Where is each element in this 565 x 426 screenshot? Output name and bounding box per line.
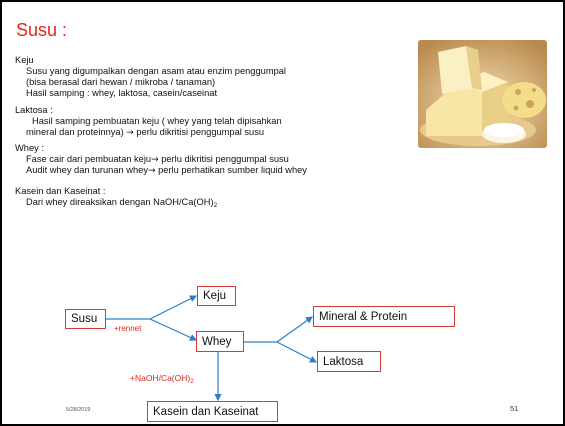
- slide-date: 5/28/2019: [66, 407, 91, 413]
- whey-heading: Whey :: [15, 143, 44, 153]
- kasein-line-1-sub: 2: [213, 202, 218, 209]
- node-laktosa: Laktosa: [317, 351, 381, 372]
- whey-line-1: Fase cair dari pembuatan keju→ perlu dik…: [26, 154, 289, 166]
- whey-line-2b: perlu perhatikan sumber liquid whey: [155, 165, 307, 175]
- laktosa-line-2a: mineral dan proteinnya): [26, 127, 127, 137]
- whey-line-2a: Audit whey dan turunan whey: [26, 165, 148, 175]
- naoh-label: +NaOH/Ca(OH)2: [130, 373, 194, 385]
- node-whey: Whey: [196, 331, 244, 352]
- whey-to-mineral-connector: [276, 316, 313, 343]
- kasein-line-1a: Dari whey direaksikan dengan NaOH/Ca(OH): [26, 197, 214, 207]
- kasein-heading: Kasein dan Kaseinat :: [15, 186, 106, 196]
- laktosa-heading: Laktosa :: [15, 105, 53, 115]
- keju-line-2: (bisa berasal dari hewan / mikroba / tan…: [26, 77, 216, 87]
- node-keju: Keju: [197, 286, 236, 306]
- naoh-label-sub: 2: [190, 378, 194, 385]
- susu-to-keju-connector: [149, 295, 198, 320]
- kasein-line-1: Dari whey direaksikan dengan NaOH/Ca(OH)…: [26, 197, 217, 211]
- rennet-label: +rennet: [114, 324, 142, 333]
- whey-to-laktosa-connector: [276, 341, 318, 363]
- laktosa-line-2b: perlu dikritisi penggumpal susu: [133, 127, 265, 137]
- node-susu: Susu: [65, 309, 106, 329]
- arrow-icon: →: [126, 128, 134, 138]
- node-kasein: Kasein dan Kaseinat: [147, 401, 278, 422]
- keju-line-3: Hasil samping : whey, laktosa, casein/ca…: [26, 88, 218, 98]
- laktosa-line-2: mineral dan proteinnya) → perlu dikritis…: [26, 127, 264, 139]
- page-number: 51: [510, 404, 519, 413]
- node-mineral-protein: Mineral & Protein: [313, 306, 455, 327]
- susu-to-whey-connector: [149, 318, 198, 341]
- whey-line-1a: Fase cair dari pembuatan keju: [26, 154, 152, 164]
- keju-heading: Keju: [15, 55, 34, 65]
- slide-title: Susu :: [16, 20, 68, 40]
- keju-line-1: Susu yang digumpalkan dengan asam atau e…: [26, 66, 286, 76]
- naoh-label-main: +NaOH/Ca(OH): [130, 373, 191, 383]
- arrow-icon: →: [151, 155, 159, 165]
- laktosa-line-1: Hasil samping pembuatan keju ( whey yang…: [32, 116, 282, 126]
- whey-line-1b: perlu dikritisi penggumpal susu: [158, 154, 289, 164]
- arrow-icon: →: [147, 166, 156, 176]
- whey-line-2: Audit whey dan turunan whey→ perlu perha…: [26, 165, 307, 177]
- cheese-photo: [418, 40, 547, 148]
